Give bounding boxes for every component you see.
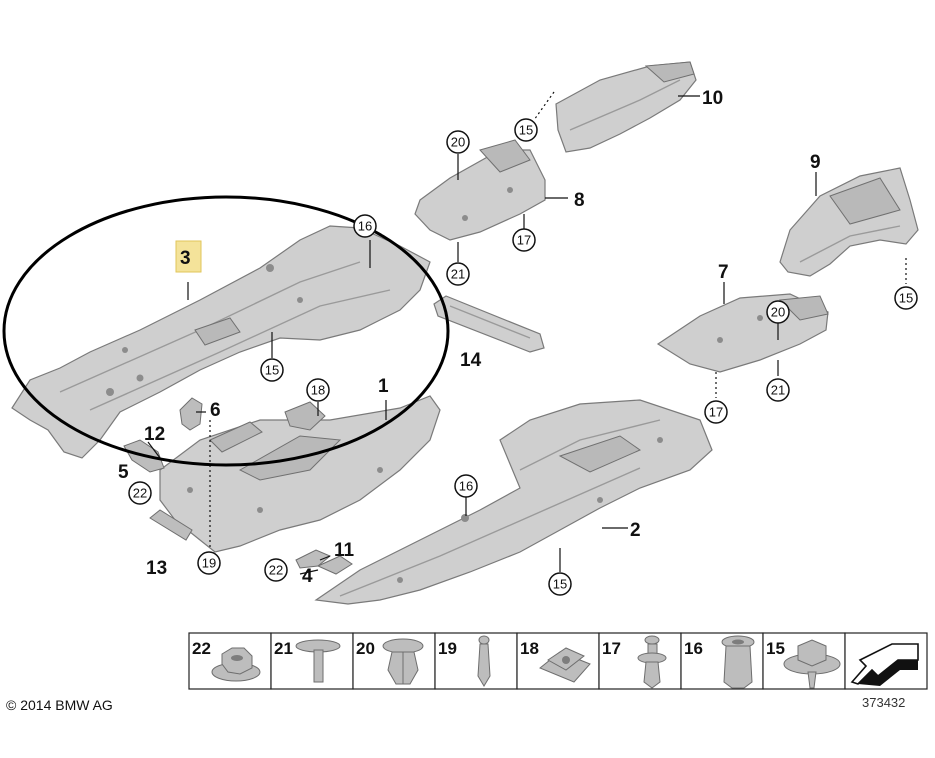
part-8-panel[interactable] — [414, 139, 546, 241]
part-1-panel[interactable] — [159, 395, 441, 553]
part-7-panel[interactable] — [656, 293, 829, 373]
part-9-arch[interactable] — [779, 167, 919, 277]
legend-item-17: 17 — [602, 635, 667, 689]
circled-callout-17: 17 — [704, 400, 728, 424]
svg-text:18: 18 — [311, 383, 325, 398]
legend-item-18: 18 — [520, 639, 591, 683]
circled-callout-15: 15 — [260, 358, 284, 382]
part-3-highlight — [175, 240, 202, 273]
circled-callout-18: 18 — [306, 378, 330, 402]
circled-callouts: 16 15 18 22 19 22 16 15 20 17 21 15 15 2… — [128, 118, 918, 596]
part-2-panel[interactable] — [314, 399, 713, 605]
clip-nut-icon — [539, 647, 591, 683]
callout-numbers: 3 1 2 4 5 6 7 8 9 10 11 12 13 14 — [118, 88, 821, 587]
svg-text:15: 15 — [265, 363, 279, 378]
svg-text:15: 15 — [766, 639, 785, 658]
callout-12: 12 — [144, 424, 165, 445]
circled-callout-20: 20 — [766, 300, 790, 324]
circled-callout-21: 21 — [446, 262, 470, 286]
copyright-text: © 2014 BMW AG — [6, 697, 113, 713]
highlight-ellipse — [2, 195, 450, 467]
svg-text:20: 20 — [451, 135, 465, 150]
direction-arrow-icon — [850, 643, 919, 686]
circled-callout-22: 22 — [264, 558, 288, 582]
circled-callout-16: 16 — [454, 474, 478, 498]
circled-callout-20: 20 — [446, 130, 470, 154]
svg-text:19: 19 — [438, 639, 457, 658]
callout-2: 2 — [630, 520, 641, 541]
fastener-legend: 22 21 20 19 — [188, 632, 928, 690]
svg-text:21: 21 — [771, 383, 785, 398]
svg-text:20: 20 — [356, 639, 375, 658]
svg-text:20: 20 — [771, 305, 785, 320]
svg-text:22: 22 — [192, 639, 211, 658]
legend-item-22: 22 — [192, 639, 261, 682]
part-3-panel[interactable] — [11, 225, 431, 459]
legend-item-19: 19 — [438, 635, 491, 687]
callout-5: 5 — [118, 462, 129, 483]
circled-callout-17: 17 — [512, 228, 536, 252]
svg-text:19: 19 — [202, 556, 216, 571]
pin-icon — [477, 635, 491, 687]
legend-item-15: 15 — [766, 639, 841, 689]
callout-13: 13 — [146, 558, 167, 579]
callout-3: 3 — [180, 248, 191, 269]
part-14-strip[interactable] — [433, 295, 545, 353]
nut-icon — [211, 647, 261, 682]
diagram-number: 373432 — [862, 695, 905, 710]
callout-11: 11 — [334, 540, 355, 561]
svg-text:15: 15 — [899, 291, 913, 306]
svg-text:22: 22 — [269, 563, 283, 578]
leader-lines — [147, 91, 907, 575]
svg-text:22: 22 — [133, 486, 147, 501]
circled-callout-19: 19 — [197, 551, 221, 575]
callout-4: 4 — [302, 566, 313, 587]
svg-text:17: 17 — [517, 233, 531, 248]
callout-7: 7 — [718, 262, 729, 283]
callout-10: 10 — [702, 88, 723, 109]
legend-item-20: 20 — [356, 638, 424, 685]
svg-text:18: 18 — [520, 639, 539, 658]
svg-text:21: 21 — [274, 639, 293, 658]
grommet-icon — [721, 635, 755, 689]
svg-text:15: 15 — [519, 123, 533, 138]
part-13-pad[interactable] — [149, 509, 193, 541]
part-6-bracket[interactable] — [179, 397, 203, 431]
circled-callout-15: 15 — [548, 572, 572, 596]
screw-icon — [295, 639, 341, 683]
legend-item-16: 16 — [684, 635, 755, 689]
svg-text:16: 16 — [684, 639, 703, 658]
callout-9: 9 — [810, 152, 821, 173]
svg-text:21: 21 — [451, 267, 465, 282]
legend-item-21: 21 — [274, 639, 341, 683]
circled-callout-15: 15 — [514, 118, 538, 142]
svg-text:16: 16 — [358, 219, 372, 234]
circled-callout-16: 16 — [353, 214, 377, 238]
svg-text:17: 17 — [709, 405, 723, 420]
svg-text:17: 17 — [602, 639, 621, 658]
callout-14: 14 — [460, 350, 482, 371]
svg-text:16: 16 — [459, 479, 473, 494]
push-rivet-icon — [637, 635, 667, 689]
expanding-rivet-icon — [382, 638, 424, 685]
circled-callout-22: 22 — [128, 481, 152, 505]
part-11-bracket[interactable] — [295, 549, 353, 575]
svg-text:15: 15 — [553, 577, 567, 592]
callout-1: 1 — [378, 376, 389, 397]
collar-screw-icon — [783, 639, 841, 689]
part-10-cover[interactable] — [555, 61, 697, 153]
circled-callout-21: 21 — [766, 378, 790, 402]
callout-6: 6 — [210, 400, 221, 421]
circled-callout-15: 15 — [894, 286, 918, 310]
callout-8: 8 — [574, 190, 585, 211]
